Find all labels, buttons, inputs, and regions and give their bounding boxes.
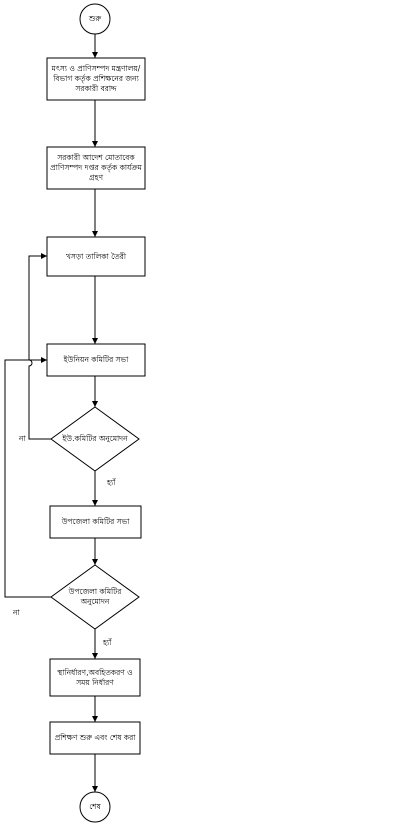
decision1-no-label: না bbox=[19, 434, 26, 443]
decision2-label: উপজেলা কমিটির অনুমোদন bbox=[68, 587, 122, 606]
step1-label: মৎস্য ও প্রাণিসম্পদ মন্ত্রণালয়/ বিভাগ ক… bbox=[51, 64, 141, 93]
process-box-union-meeting bbox=[46, 343, 146, 377]
start-label: শুরু bbox=[88, 14, 102, 24]
step6-label: স্থানির্ধারণ,অবহিতকরণ ও সময় নির্ধারণ bbox=[57, 667, 133, 687]
process-box-program-adoption bbox=[46, 146, 146, 190]
end-label: শেষ bbox=[89, 802, 101, 812]
process-box-draft-list bbox=[46, 236, 146, 277]
decision1-label: ইউ.কমিটির অনুমোদন bbox=[62, 434, 128, 444]
step5-label: উপজেলা কমিটির সভা bbox=[61, 517, 130, 527]
connector-decision2-no-loop bbox=[4, 357, 51, 598]
process-box-allocation bbox=[46, 57, 146, 101]
process-box-venue-schedule bbox=[49, 658, 141, 697]
step7-label: প্রশিক্ষণ শুরু এবং শেষ করা bbox=[54, 733, 136, 743]
process-box-upazila-meeting bbox=[49, 505, 142, 539]
decision2-no-label: না bbox=[13, 608, 20, 617]
step2-label: সরকারী আদেশ মোতাবেক প্রাণিসম্পদ দপ্তর কর… bbox=[50, 153, 142, 182]
decision2-yes-label: হ্যাঁ bbox=[103, 638, 112, 647]
step4-label: ইউনিয়ন কমিটির সভা bbox=[63, 355, 129, 365]
step3-label: খসড়া তালিকা তৈরী bbox=[65, 251, 127, 261]
decision1-yes-label: হ্যাঁ bbox=[107, 478, 116, 487]
process-box-training bbox=[49, 721, 141, 755]
